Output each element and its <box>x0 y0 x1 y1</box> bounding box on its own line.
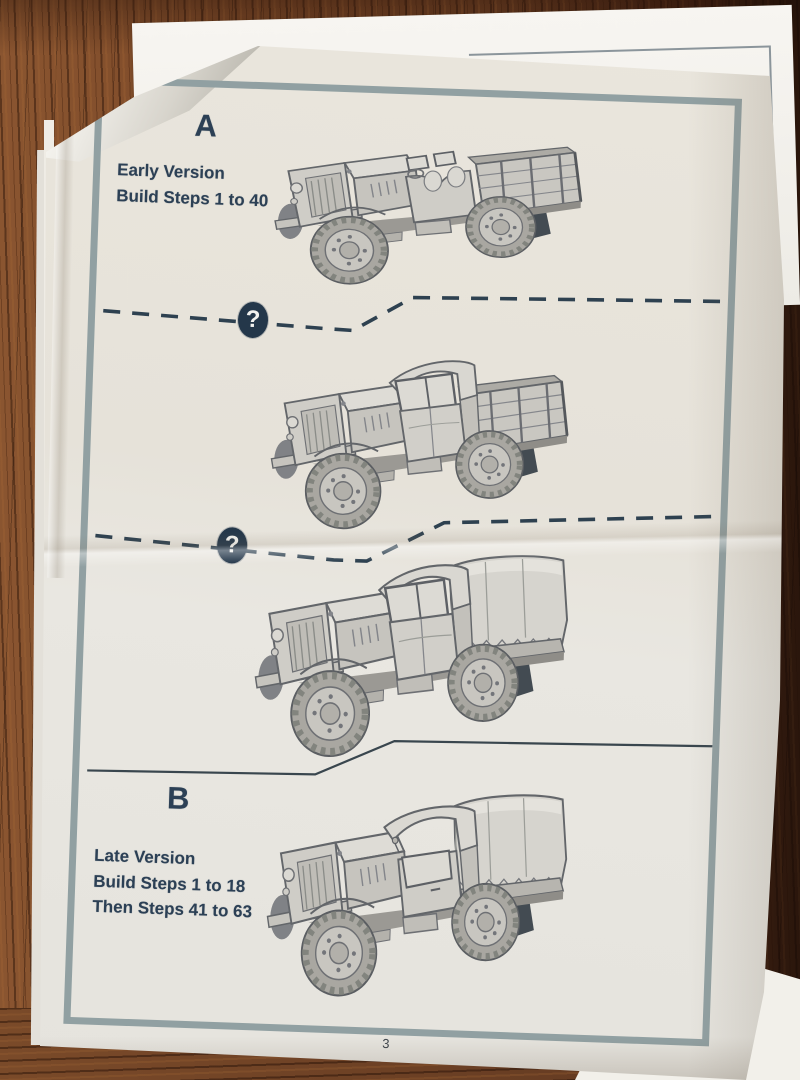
truck-illustration-canvas-cab-open-bed <box>231 338 583 550</box>
printed-page-content: A Early Version Build Steps 1 to 40 ? ? <box>40 46 743 1062</box>
dashed-separator-2 <box>95 514 721 563</box>
section-b-heading: B <box>166 780 191 817</box>
truck-illustration-early-open-cab <box>234 112 597 304</box>
section-a-heading: A <box>193 107 218 144</box>
question-mark-glyph: ? <box>245 305 261 334</box>
truck-illustration-canvas-cab-covered-bed <box>213 540 581 780</box>
truck-illustration-late-enclosed-cab <box>227 780 580 1020</box>
section-divider-line <box>87 740 713 776</box>
